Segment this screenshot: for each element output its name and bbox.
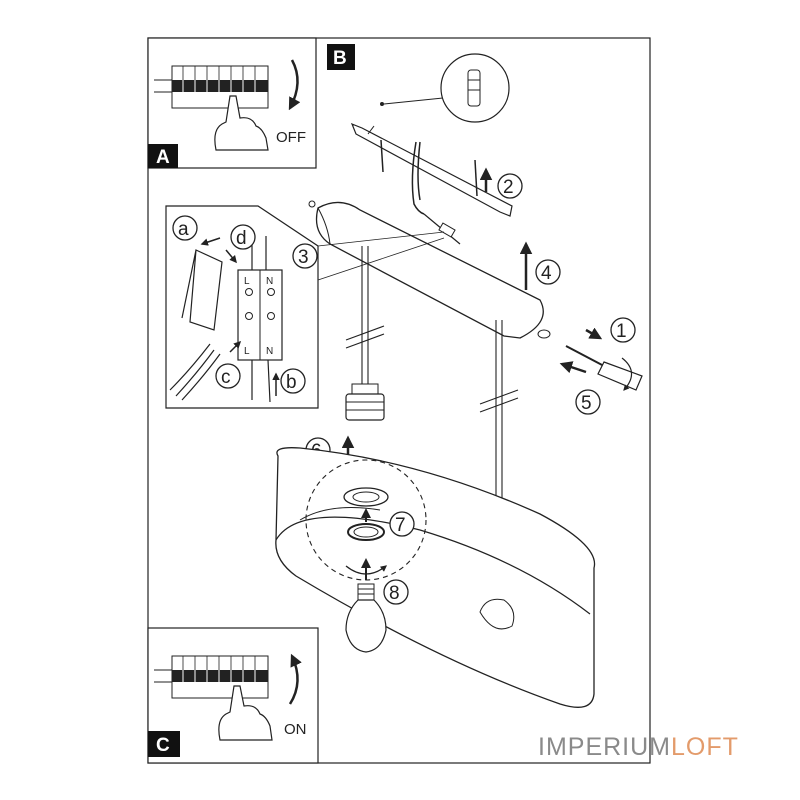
terminal-l-bottom: L (244, 346, 250, 357)
step-8-circle (383, 579, 409, 605)
on-text: ON (284, 721, 307, 738)
step-7-circle (389, 511, 415, 537)
panel-a-tag (148, 144, 178, 168)
on-arrow (288, 653, 302, 705)
step-3-label: 3 (298, 247, 309, 268)
hand-a (214, 95, 269, 151)
label-d-circle (230, 224, 256, 250)
arrow-a (200, 237, 221, 246)
light-bulb (345, 583, 387, 653)
panel-c: C ON (147, 627, 319, 764)
wiring-detail: L N L N a d c b (165, 205, 319, 409)
label-a-circle (172, 215, 198, 241)
connector-cover (181, 249, 223, 331)
arrow-c (229, 340, 242, 353)
breaker-strip-a (154, 65, 269, 109)
canopy (308, 200, 544, 339)
label-d: d (236, 228, 247, 249)
off-text: OFF (276, 129, 306, 146)
label-a: a (178, 219, 189, 240)
breaker-strip-c (154, 655, 269, 699)
label-c: c (221, 367, 231, 388)
step-4-circle (535, 259, 561, 285)
hand-c (218, 685, 273, 741)
panel-c-tag (148, 731, 180, 757)
main-frame (147, 37, 651, 764)
terminal-n-bottom: N (266, 346, 273, 357)
step-1-circle (610, 317, 636, 343)
step-3-circle (292, 243, 318, 269)
screw-detail-magnifier (380, 53, 510, 123)
side-screw (537, 327, 643, 391)
label-c-circle (215, 363, 241, 389)
panel-b-label: B (333, 48, 347, 69)
lamp-socket (345, 383, 385, 421)
step-2-label: 2 (503, 177, 514, 198)
panel-b-tag (327, 44, 355, 70)
step-1-label: 1 (616, 321, 627, 342)
ceiling-bracket (350, 122, 513, 217)
ring-detail (305, 459, 427, 581)
terminal-l-top: L (244, 276, 250, 287)
label-b: b (286, 372, 297, 393)
terminal-n-top: N (266, 276, 273, 287)
panel-a: A OFF (147, 37, 317, 169)
suspension-cables (345, 246, 519, 512)
watermark-part-2: LOFT (671, 733, 739, 761)
watermark-logo: IMPERIUMLOFT (538, 733, 739, 762)
oval-lampshade (275, 447, 596, 708)
arrow-d (225, 249, 237, 264)
step-5-circle (575, 389, 601, 415)
step-8-label: 8 (389, 583, 400, 604)
watermark-part-1: IMPERIUM (538, 733, 671, 761)
step-4-label: 4 (541, 263, 552, 284)
step-2-circle (497, 173, 523, 199)
step-7-label: 7 (395, 515, 406, 536)
off-arrow (288, 59, 301, 111)
panel-a-label: A (156, 147, 170, 168)
step-5-label: 5 (581, 393, 592, 414)
panel-c-label: C (156, 735, 170, 756)
label-b-circle (280, 368, 306, 394)
